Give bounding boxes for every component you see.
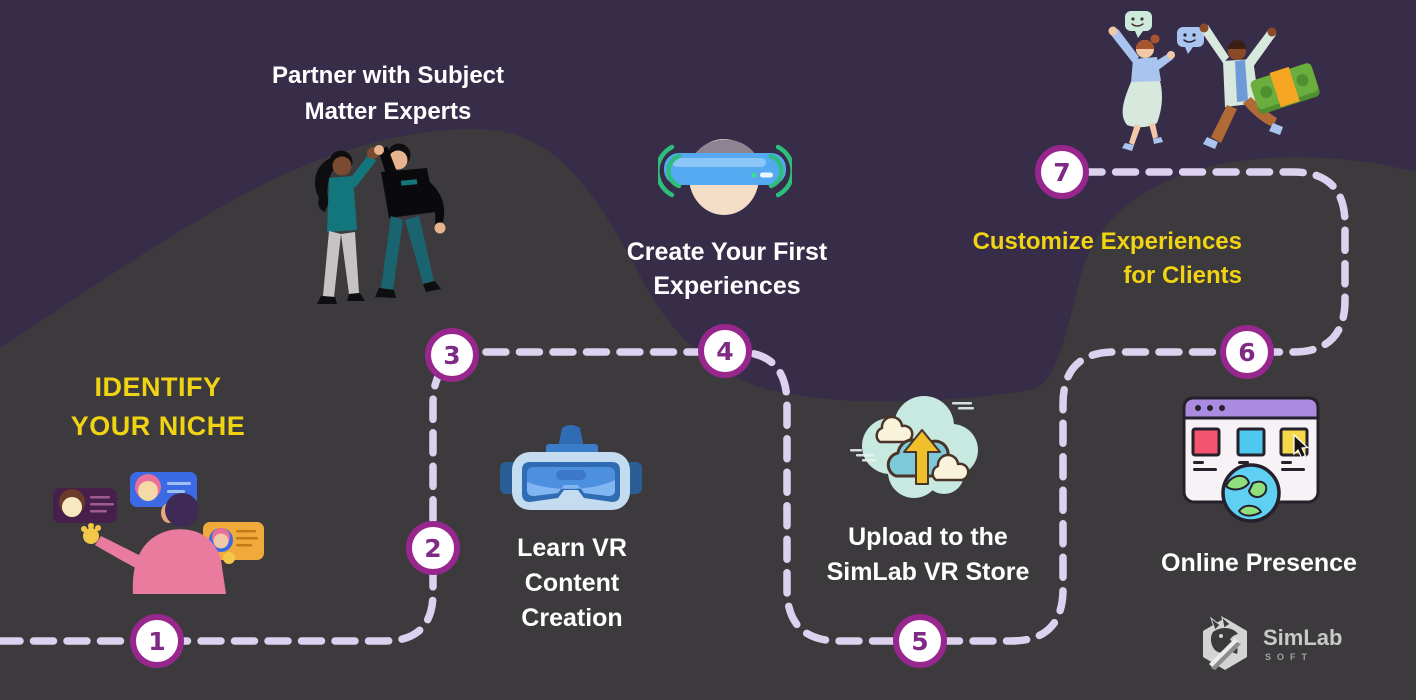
vr-head-experience-icon (658, 139, 792, 215)
label-line: Online Presence (1161, 549, 1357, 577)
label-upload-to-store: Upload to the SimLab VR Store (827, 520, 1030, 590)
label-line: for Clients (1123, 262, 1242, 289)
niche-profile-cards-icon (53, 472, 264, 594)
label-line: Matter Experts (304, 98, 472, 125)
milestone-6: 6 (1220, 325, 1274, 379)
high-five-partners-icon (315, 143, 446, 304)
milestone-3: 3 (425, 328, 479, 382)
browser-online-presence-icon (1182, 396, 1320, 523)
cursor-icon (1293, 433, 1309, 459)
label-line: Learn VR (517, 534, 627, 562)
label-line: Upload to the (848, 523, 1008, 551)
celebration-clients-icon (1108, 11, 1320, 151)
milestone-number: 6 (1238, 337, 1256, 367)
label-line: Customize Experiences (972, 228, 1242, 255)
milestone-1: 1 (130, 614, 184, 668)
vr-headset-icon (500, 425, 642, 510)
label-line: IDENTIFY (94, 372, 222, 402)
brand-subtitle: SOFT (1265, 651, 1313, 662)
milestone-2: 2 (406, 521, 460, 575)
speech-bubble-icon (1125, 11, 1204, 54)
label-line: Partner with Subject (271, 62, 505, 89)
simlab-dragon-logo-icon (1203, 615, 1247, 670)
money-stack-icon (1250, 63, 1320, 114)
milestone-number: 5 (911, 626, 929, 656)
brand-text: SimLab SOFT (1263, 624, 1343, 662)
label-line: YOUR NICHE (70, 411, 246, 441)
label-create-first-experiences: Create Your First Experiences (627, 235, 828, 303)
label-customize-experiences: Customize Experiences for Clients (973, 225, 1242, 293)
milestone-number: 3 (443, 340, 461, 370)
label-learn-vr-content-creation: Learn VR Content Creation (517, 531, 627, 636)
cloud-upload-icon (850, 396, 978, 498)
milestone-number: 2 (424, 533, 442, 563)
label-partner-with-experts: Partner with Subject Matter Experts (272, 58, 504, 130)
label-identify-your-niche: IDENTIFY YOUR NICHE (71, 368, 246, 446)
label-line: SimLab VR Store (826, 558, 1030, 586)
milestone-number: 1 (148, 626, 166, 656)
milestone-number: 4 (716, 336, 734, 366)
brand-name: SimLab (1263, 624, 1343, 650)
label-online-presence: Online Presence (1161, 548, 1357, 578)
label-line: Content (524, 569, 620, 597)
simlab-brand: SimLab SOFT (1197, 612, 1367, 676)
milestone-number: 7 (1053, 157, 1071, 187)
milestone-5: 5 (893, 614, 947, 668)
label-line: Creation (521, 604, 623, 632)
milestone-7: 7 (1035, 145, 1089, 199)
milestone-4: 4 (698, 324, 752, 378)
label-line: Create Your First (626, 238, 828, 266)
label-line: Experiences (653, 272, 801, 300)
